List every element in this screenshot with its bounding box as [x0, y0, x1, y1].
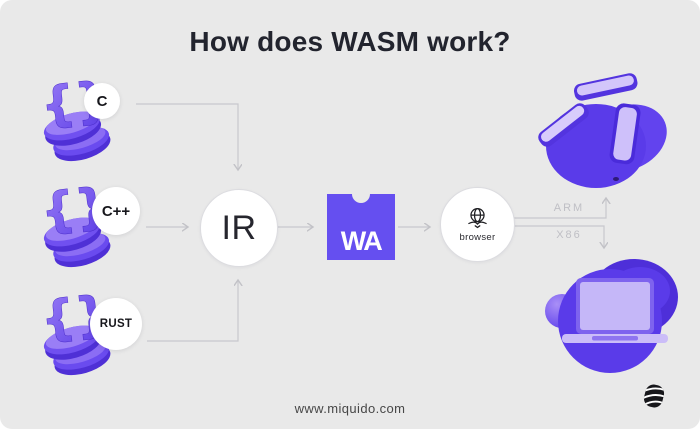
laptop-illustration	[545, 259, 678, 373]
connector-c-to-ir	[136, 103, 238, 170]
globe-icon	[468, 207, 487, 229]
browser-node: browser	[440, 187, 515, 262]
wasm-badge: WA	[327, 185, 395, 260]
language-label: RUST	[99, 318, 133, 330]
arch-label-x86: X86	[556, 229, 582, 241]
miquido-logo-icon	[642, 384, 666, 408]
wasm-label: WA	[340, 226, 383, 256]
browser-label: browser	[459, 232, 496, 243]
page-title: How does WASM work?	[189, 26, 511, 57]
language-badge-c: C	[84, 83, 120, 119]
language-badge-cpp: C++	[92, 187, 140, 235]
connector-browser-to-arm	[514, 198, 606, 219]
footer-website: www.miquido.com	[294, 401, 406, 416]
connector-browser-to-x86	[514, 225, 604, 248]
mobile-devices-illustration	[538, 73, 667, 188]
wasm-notch	[352, 185, 370, 203]
connector-rust-to-ir	[147, 280, 238, 342]
language-badge-rust: RUST	[90, 298, 142, 350]
ir-node: IR	[200, 189, 278, 267]
language-label: C++	[101, 202, 131, 220]
language-label: C	[96, 92, 108, 110]
footer: www.miquido.com	[0, 401, 700, 416]
ir-label: IR	[221, 208, 257, 247]
arch-label-arm: ARM	[553, 202, 585, 214]
